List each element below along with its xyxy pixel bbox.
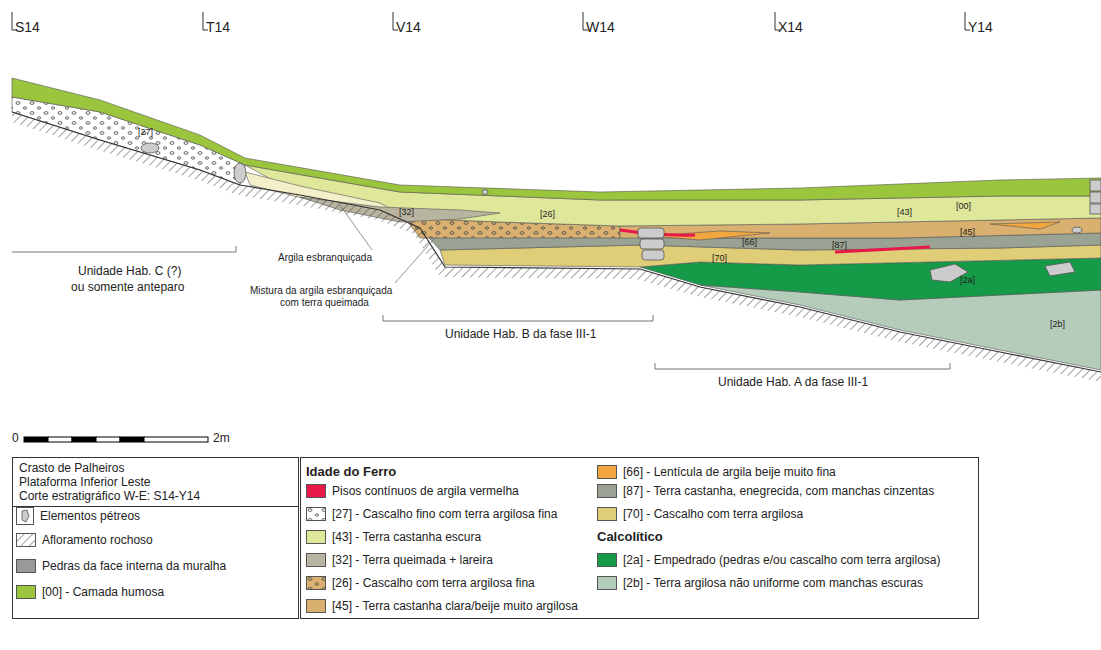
- layer-number: [87]: [832, 241, 847, 251]
- legend-swatch: [306, 599, 326, 613]
- layer-number: [45]: [960, 228, 975, 238]
- unit-label: ou somente anteparo: [71, 281, 184, 294]
- legend-text: [87] - Terra castanha, enegrecida, com m…: [623, 484, 934, 498]
- title-box: Crasto de PalheirosPlataforma Inferior L…: [12, 457, 299, 507]
- legend-text: [43] - Terra castanha escura: [332, 530, 481, 544]
- legend-text: [2b] - Terra argilosa não uniforme com m…: [623, 576, 923, 590]
- legend-swatch: [597, 576, 617, 590]
- layer-number: [2b]: [1050, 320, 1065, 330]
- legend-sample: [306, 507, 326, 521]
- scale-label: 2m: [213, 432, 230, 445]
- layer-number: [00]: [956, 202, 971, 212]
- floor-lines: [620, 230, 930, 252]
- unit-label: Unidade Hab. B da fase III-1: [445, 328, 596, 341]
- title-line: Crasto de Palheiros: [19, 461, 292, 475]
- legend-text: Pedras da face interna da muralha: [42, 559, 226, 573]
- layer-number: [27]: [138, 128, 153, 138]
- legend-swatch: [597, 484, 617, 498]
- scale-bar: [24, 437, 208, 442]
- grid-label: W14: [586, 20, 615, 35]
- grid-label: T14: [206, 20, 230, 35]
- legend-sample: [16, 507, 34, 525]
- annotation: com terra queimada: [280, 297, 369, 308]
- stones: [141, 143, 1101, 282]
- annotation: Argila esbranquiçada: [278, 252, 372, 263]
- legend-swatch: [597, 553, 617, 567]
- annotation: Mistura da argila esbranquiçada: [250, 285, 392, 296]
- legend-swatch: [597, 465, 617, 479]
- bedrock-hatching: [12, 112, 1101, 382]
- legend-swatch: [16, 585, 36, 599]
- grid-ticks: [12, 12, 970, 30]
- layer-number: [66]: [742, 238, 757, 248]
- unit-label: Unidade Hab. A da fase III-1: [718, 376, 868, 389]
- layer-number: [2a]: [960, 276, 975, 286]
- layer-number: [70]: [712, 254, 727, 264]
- scale-label: 0: [12, 432, 19, 445]
- title-line: Plataforma Inferior Leste: [19, 475, 292, 489]
- unit-label: Unidade Hab. C (?): [78, 265, 181, 278]
- grid-label: X14: [778, 20, 803, 35]
- unit-brackets: [12, 246, 950, 369]
- grid-label: V14: [396, 20, 421, 35]
- legend-text: [00] - Camada humosa: [42, 585, 164, 599]
- grid-label: Y14: [968, 20, 993, 35]
- layer-number: [43]: [897, 208, 912, 218]
- legend-swatch: [597, 507, 617, 521]
- legend-text: Elementos pétreos: [40, 509, 140, 523]
- layer-number: [32]: [399, 208, 414, 218]
- legend-text: Pisos contínuos de argila vermelha: [332, 484, 519, 498]
- legend-heading: Idade do Ferro: [306, 465, 396, 479]
- legend-sample: [16, 533, 36, 547]
- legend-text: [27] - Cascalho fino com terra argilosa …: [332, 507, 557, 521]
- legend-swatch: [306, 484, 326, 498]
- grid-label: S14: [15, 20, 40, 35]
- legend-text: [66] - Lentícula de argila beije muito f…: [623, 465, 836, 479]
- leader-lines: [340, 205, 440, 283]
- legend-text: [2a] - Empedrado (pedras e/ou cascalho c…: [623, 553, 941, 567]
- legend-text: [70] - Cascalho com terra argilosa: [623, 507, 803, 521]
- legend-text: [26] - Cascalho com terra argilosa fina: [332, 576, 535, 590]
- title-line: Corte estratigráfico W-E: S14-Y14: [19, 489, 292, 503]
- legend-text: Afloramento rochoso: [42, 533, 153, 547]
- legend-swatch: [306, 530, 326, 544]
- legend-swatch: [306, 553, 326, 567]
- bedrock-line: [12, 112, 1101, 372]
- legend-swatch: [16, 559, 36, 573]
- layer-number: [26]: [540, 210, 555, 220]
- layers: [12, 78, 1101, 370]
- legend-text: [32] - Terra queimada + lareira: [332, 553, 493, 567]
- legend-heading: Calcolítico: [597, 530, 663, 544]
- legend-sample: [306, 576, 326, 590]
- legend-text: [45] - Terra castanha clara/beije muito …: [332, 599, 578, 613]
- legend-frames: [13, 458, 979, 619]
